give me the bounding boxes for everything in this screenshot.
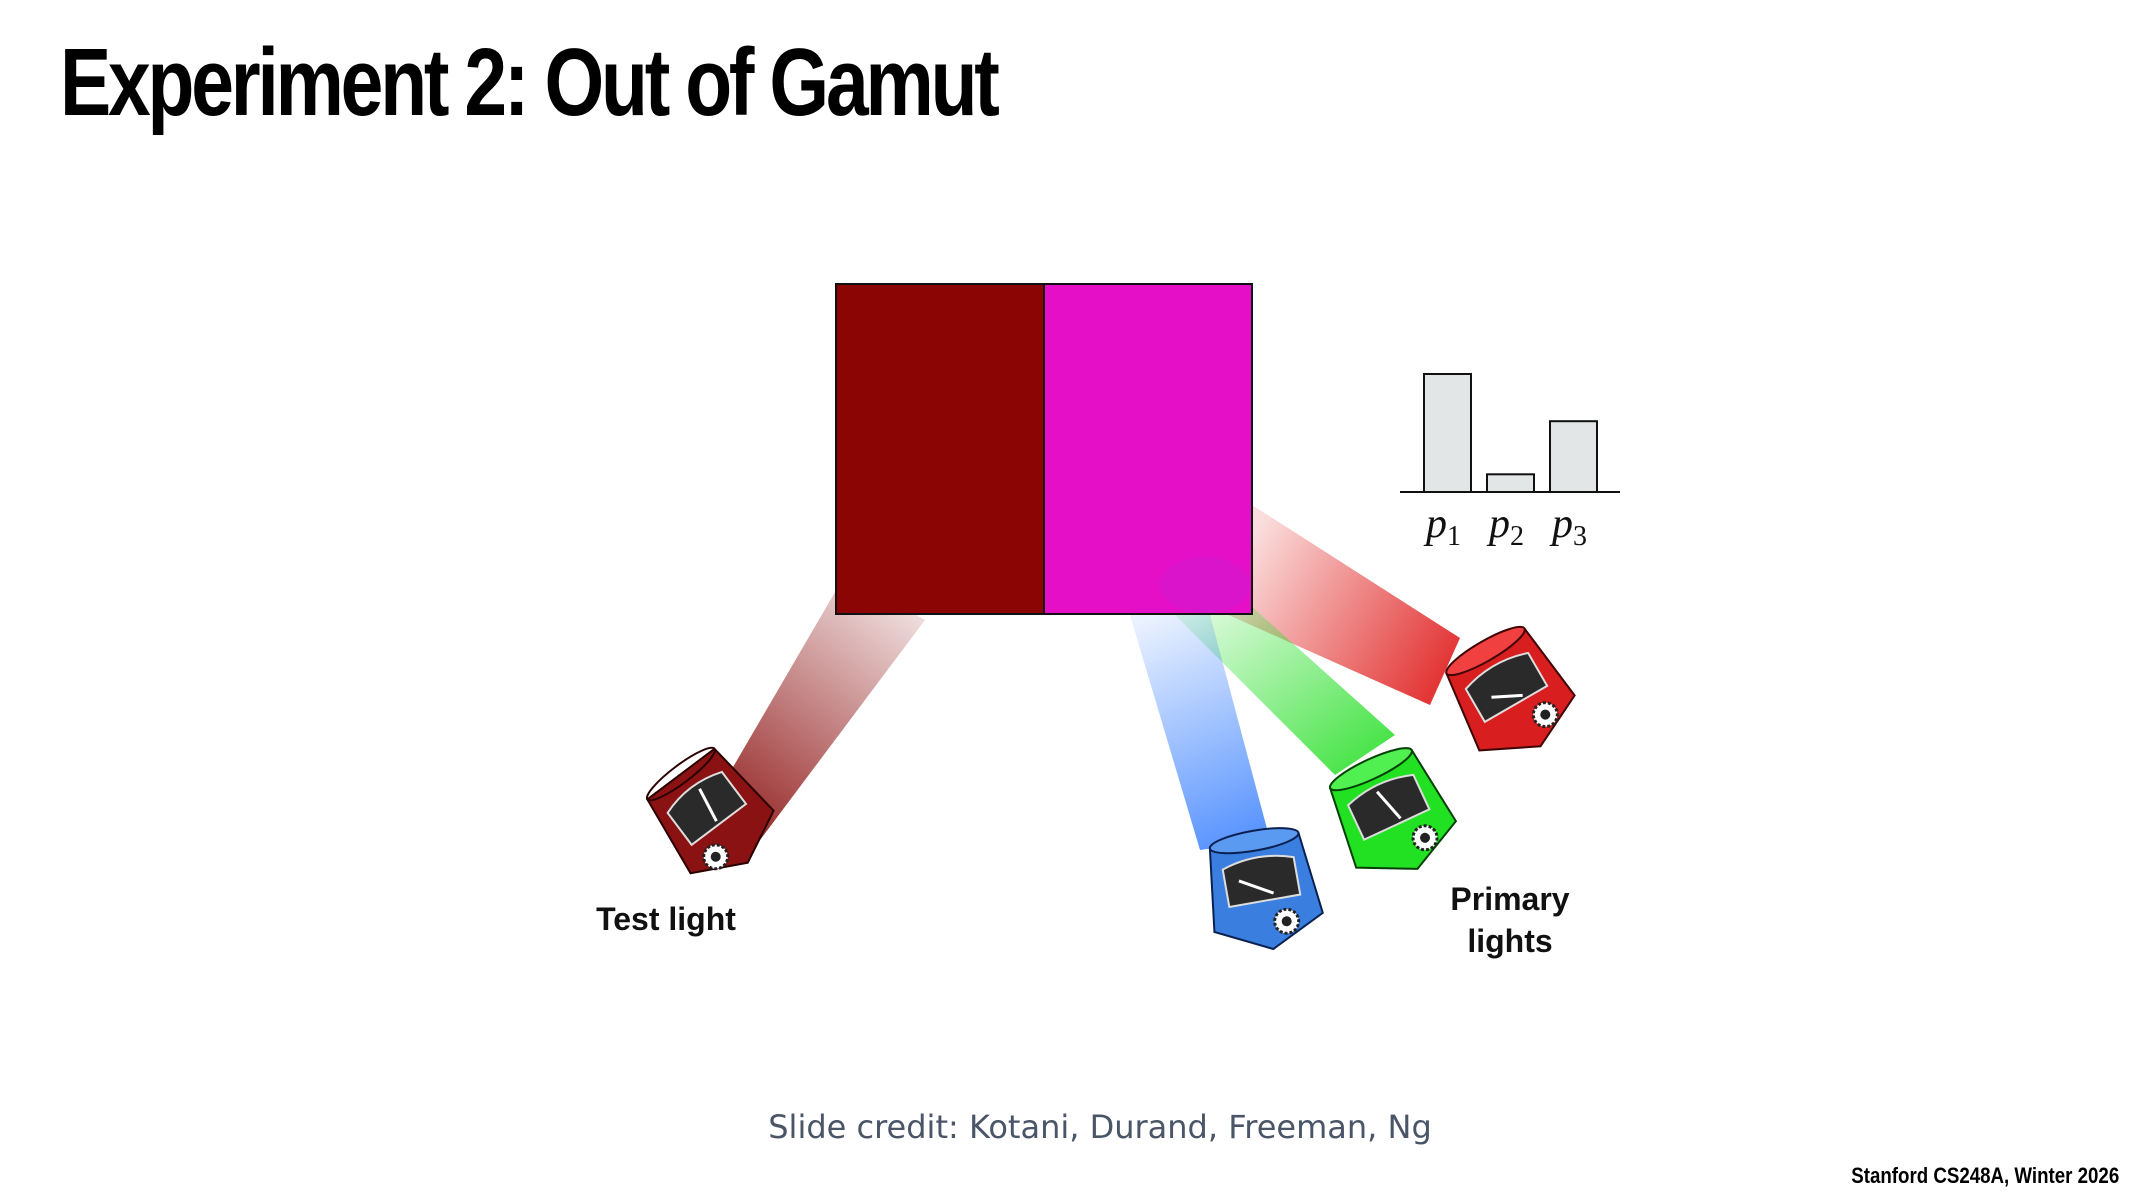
test-light-label: Test light [596,901,736,937]
lamp-lens [1208,827,1300,855]
course-footer: Stanford CS248A, Winter 2026 [1851,1163,2119,1188]
beam-overlap-glow [1160,557,1250,613]
meter-dial [1346,773,1431,842]
slide-credit: Slide credit: Kotani, Durand, Freeman, N… [768,1108,1432,1146]
test-light-beam [708,575,925,860]
green-primary-lamp [1328,747,1458,870]
red-primary-lamp [1445,625,1576,752]
meter-dial [666,770,748,847]
slide-title: Experiment 2: Out of Gamut [60,29,1000,136]
meter-dial [1221,854,1302,909]
lamp-lens [645,746,716,802]
bar-label-p3: p3 [1549,501,1587,552]
bar-label-p2: p2 [1486,501,1524,552]
meter-needle [1375,790,1402,820]
meter-needle [1491,693,1523,699]
bar-p2 [1486,473,1535,493]
primary-weights-chart: p1 p2 p3 [1400,373,1620,552]
meter-needle [698,788,718,822]
primary-lights-label-line2: lights [1467,923,1552,959]
matching-color-patch [1043,283,1253,615]
meter-dial [1464,651,1549,724]
green-primary-beam [1170,605,1395,775]
test-light-lamp [645,746,775,875]
bar-p3 [1549,420,1598,494]
lamp-lens [1445,625,1526,677]
blue-primary-beam [1130,615,1270,850]
lamp-lens [1328,747,1413,792]
red-primary-beam [1195,505,1460,705]
meter-needle [1238,879,1275,895]
bar-label-p1: p1 [1423,501,1461,552]
test-color-patch [835,283,1045,615]
bar-p1 [1423,373,1472,493]
blue-primary-lamp [1208,827,1324,951]
primary-lights-label-line1: Primary [1450,881,1569,917]
